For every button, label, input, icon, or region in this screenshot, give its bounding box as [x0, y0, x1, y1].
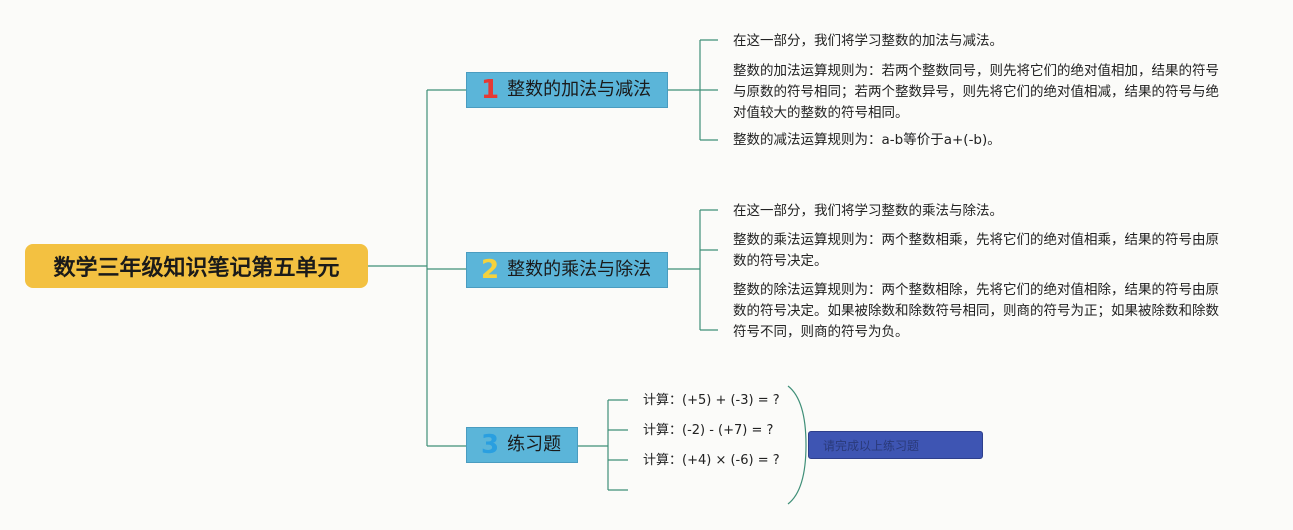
topic-1-number: 1 [481, 75, 500, 105]
root-title: 数学三年级知识笔记第五单元 [53, 256, 340, 281]
topic-3-number: 3 [481, 430, 500, 460]
summary-label: 请完成以上练习题 [823, 438, 920, 453]
question-1: 计算：(+5) + (-3) = ? [643, 393, 780, 408]
topic-1-node[interactable]: 1 整数的加法与减法 [466, 72, 668, 108]
topic-1-note-1: 在这一部分，我们将学习整数的加法与减法。 [733, 33, 1003, 49]
topic-1-note-3: 整数的减法运算规则为：a-b等价于a+(-b)。 [733, 132, 1001, 148]
topic-2-note-2: 整数的乘法运算规则为：两个整数相乘，先将它们的绝对值相乘，结果的符号由原数的符号… [733, 232, 1219, 269]
topic-2-node[interactable]: 2 整数的乘法与除法 [466, 252, 668, 288]
topic-3-node[interactable]: 3 练习题 [466, 427, 578, 463]
topic-2-note-1: 在这一部分，我们将学习整数的乘法与除法。 [733, 203, 1003, 219]
summary-node[interactable]: 请完成以上练习题 [808, 431, 983, 459]
summary-bracket [787, 385, 807, 505]
topic-2-number: 2 [481, 255, 500, 285]
topic-1-label: 整数的加法与减法 [507, 79, 652, 100]
topic-1-note-2: 整数的加法运算规则为：若两个整数同号，则先将它们的绝对值相加，结果的符号与原数的… [733, 63, 1219, 121]
topic-2-label: 整数的乘法与除法 [507, 259, 652, 280]
root-node[interactable]: 数学三年级知识笔记第五单元 [25, 244, 368, 288]
topic-2-note-3: 整数的除法运算规则为：两个整数相除，先将它们的绝对值相除，结果的符号由原数的符号… [733, 282, 1219, 340]
topic-3-label: 练习题 [507, 434, 562, 455]
question-2: 计算：(-2) - (+7) = ? [643, 423, 774, 438]
question-3: 计算：(+4) × (-6) = ? [643, 453, 780, 468]
